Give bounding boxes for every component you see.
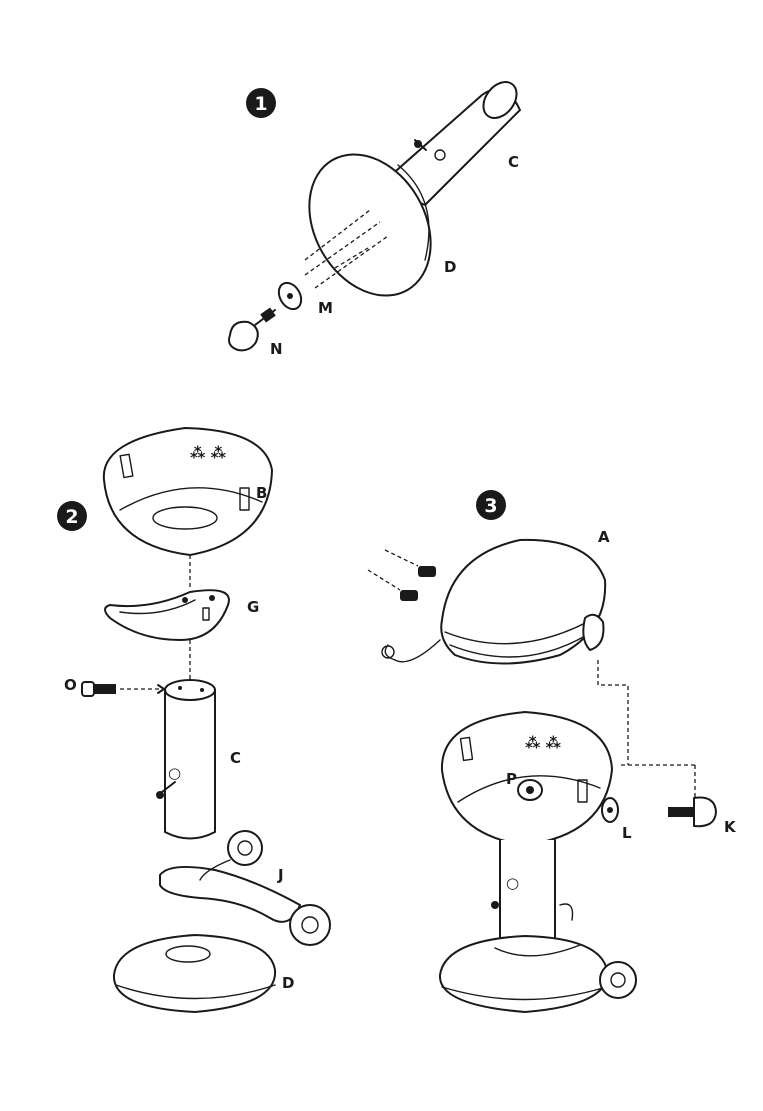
label-step1-n: N <box>270 340 283 358</box>
washer-m-part <box>274 279 305 313</box>
label-step2-g: G <box>247 598 259 616</box>
label-step2-o: O <box>64 676 77 694</box>
svg-text:○: ○ <box>168 764 181 782</box>
step-3-screws <box>368 550 436 601</box>
label-step3-a: A <box>598 528 610 546</box>
step-3-number: 3 <box>484 495 497 517</box>
washer-l-part <box>602 798 618 822</box>
label-step3-p: P <box>506 770 517 788</box>
svg-text:○: ○ <box>506 874 519 892</box>
label-step2-j: J <box>277 866 284 884</box>
step-3-badge: 3 <box>476 490 506 520</box>
screw-part <box>82 682 164 696</box>
step-1-group: 1 <box>229 76 523 358</box>
step-3-group: 3 <box>368 490 737 1012</box>
base-disc-d-part <box>114 935 275 1012</box>
label-step1-m: M <box>318 299 333 317</box>
label-step2-d: D <box>282 974 294 992</box>
knob-k-part <box>668 798 716 827</box>
stool-bowl-part: ⁂ ⁂ <box>442 712 612 845</box>
label-step1-c: C <box>508 153 519 171</box>
step-2-number: 2 <box>65 506 78 528</box>
step-2-badge: 2 <box>57 501 87 531</box>
strap-j-part <box>160 831 330 945</box>
stool-base-part <box>440 936 636 1012</box>
label-step1-d: D <box>444 258 456 276</box>
step-1-number: 1 <box>254 93 267 115</box>
bracket-plate-g-part <box>105 590 229 640</box>
seat-a-part <box>382 540 605 664</box>
knob-n-part <box>229 307 276 350</box>
svg-text:⁂ ⁂: ⁂ ⁂ <box>190 444 227 462</box>
label-step3-k: K <box>724 818 737 836</box>
label-step2-c: C <box>230 749 241 767</box>
seat-bowl-b-part: ⁂ ⁂ <box>104 428 272 555</box>
tube-c-vertical-part: ○ <box>156 680 215 839</box>
label-step2-b: B <box>256 484 267 502</box>
step-1-badge: 1 <box>246 88 276 118</box>
svg-text:⁂ ⁂: ⁂ ⁂ <box>525 734 562 752</box>
step-2-group: 2 ⁂ ⁂ <box>57 428 330 1012</box>
label-step3-l: L <box>622 824 632 842</box>
